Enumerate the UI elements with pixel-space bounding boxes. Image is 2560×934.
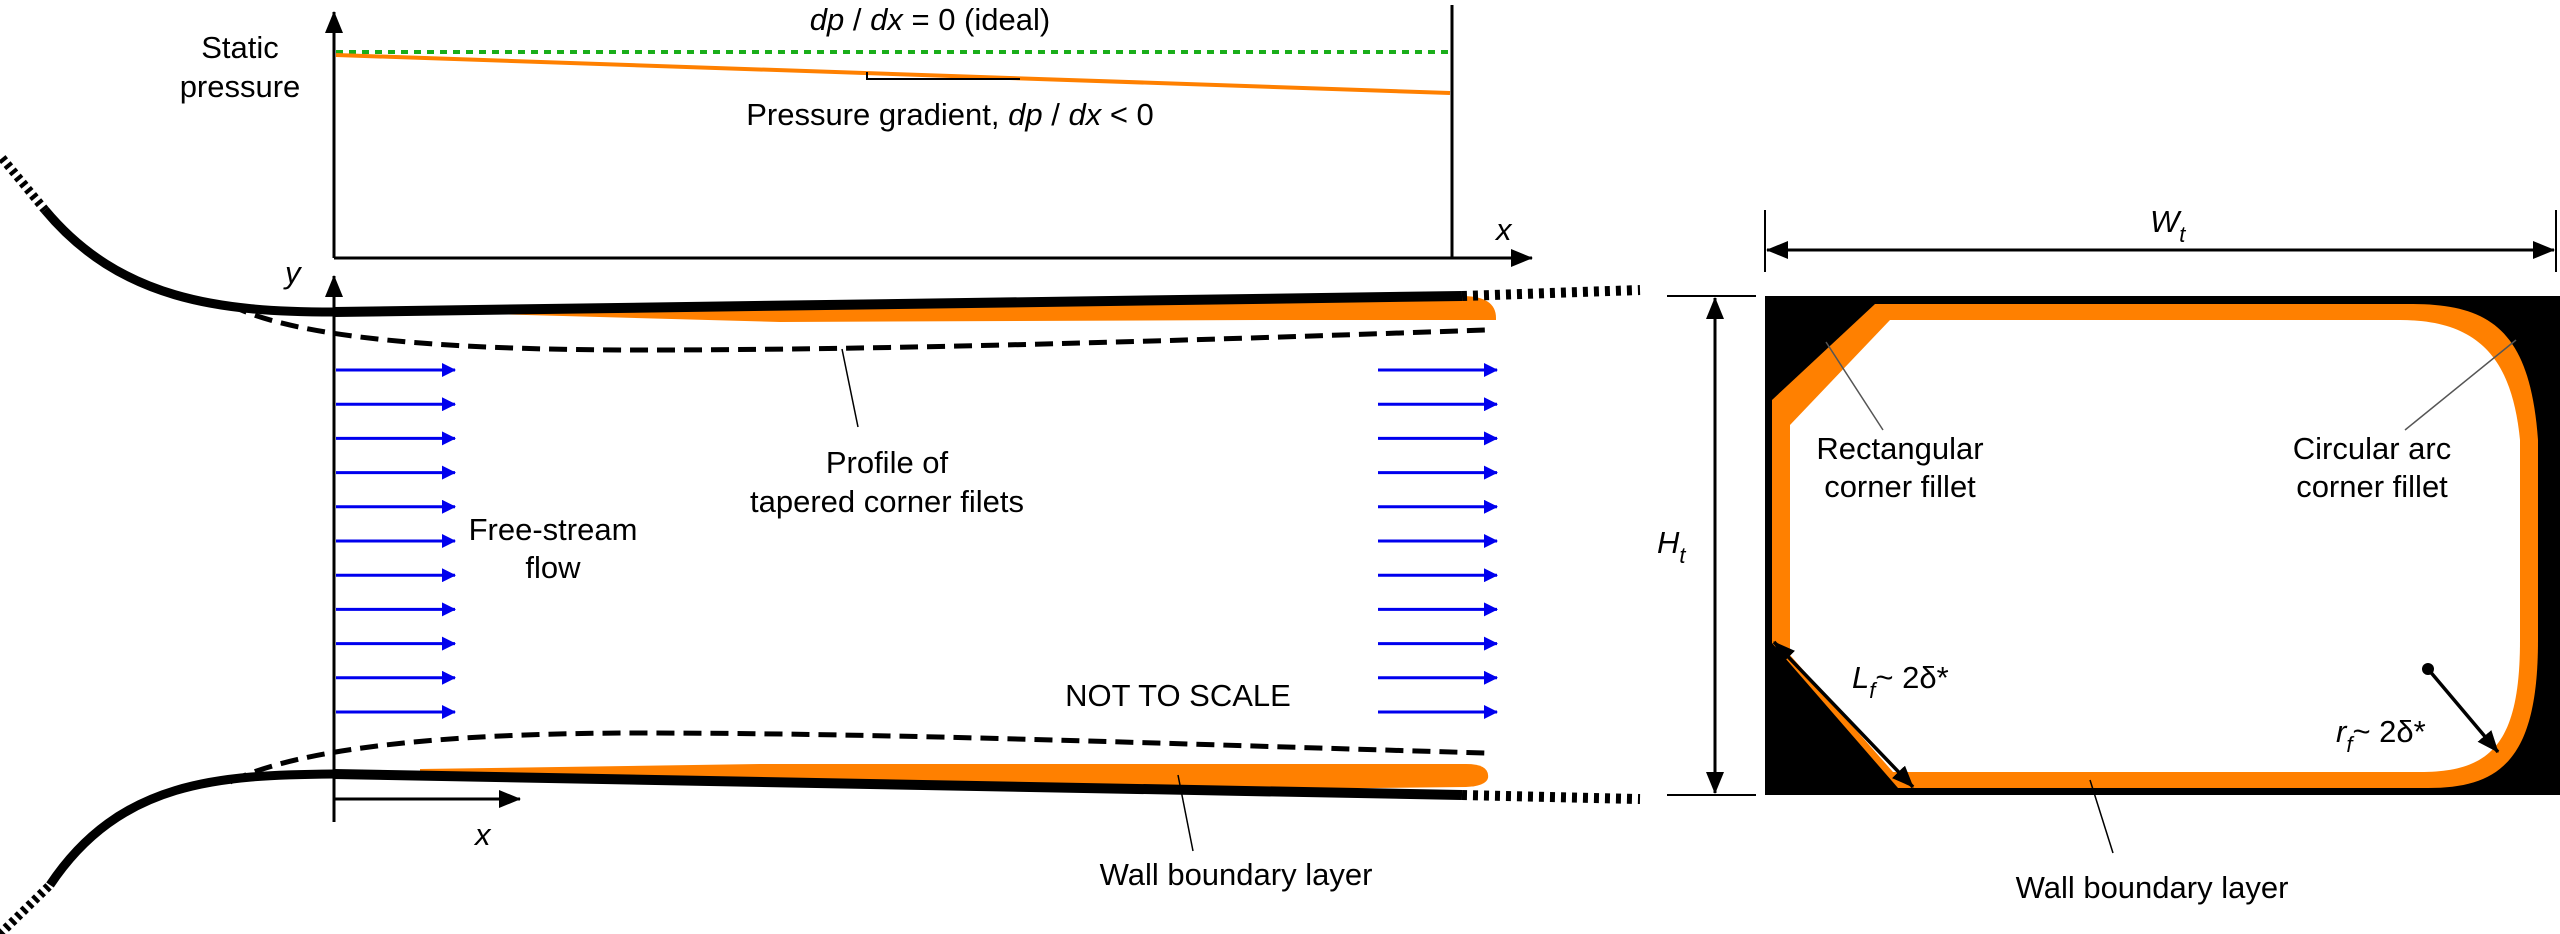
- duct-side-view: y x Free-stream flow Profile of tapered …: [0, 155, 1641, 934]
- lower-inlet-curve: [46, 769, 335, 888]
- lower-boundary-layer: [420, 764, 1489, 789]
- fillet-profile-leader: [841, 348, 859, 428]
- ideal-pressure-label: dp / dx = 0 (ideal): [810, 2, 1050, 37]
- rf-label: rf~ 2δ*: [2336, 714, 2426, 757]
- pressure-gradient-label: Pressure gradient, dp / dx < 0: [746, 97, 1154, 132]
- cross-section-core-flow: [1790, 320, 2520, 772]
- pressure-gradient-line: [335, 53, 1451, 95]
- lower-inlet-dotted: [0, 881, 54, 934]
- outlet-flow-arrows: [1378, 363, 1498, 719]
- lf-label: Lf~ 2δ*: [1852, 660, 1949, 703]
- not-to-scale-label: NOT TO SCALE: [1065, 678, 1291, 713]
- fillet-profile-label: Profile of: [826, 445, 949, 480]
- upper-inlet-curve: [41, 207, 335, 317]
- fillet-profile-label-2: tapered corner filets: [750, 484, 1024, 519]
- rf-dimension-arrow: [2426, 667, 2500, 754]
- lower-fillet-profile: [228, 730, 1487, 785]
- rect-fillet-leader: [1825, 341, 1884, 431]
- lower-wall-dotted-extension: [1461, 790, 1641, 804]
- upper-inlet-dotted: [0, 155, 49, 213]
- y-axis-label: Static: [201, 30, 279, 65]
- cs-wall-bl-leader: [2089, 779, 2114, 854]
- duct-cross-section: Wt Ht Rectangular corner fillet Circular…: [1657, 204, 2560, 905]
- pressure-x-axis-label: x: [1494, 212, 1513, 247]
- side-y-axis-label: y: [283, 255, 303, 290]
- lower-wall: [333, 769, 1463, 800]
- rect-fillet-label-2: corner fillet: [1824, 469, 1976, 504]
- arc-fillet-label: Circular arc: [2293, 431, 2451, 466]
- free-stream-label-2: flow: [525, 550, 581, 585]
- wall-bl-label: Wall boundary layer: [1100, 857, 1373, 892]
- width-label: Wt: [2150, 204, 2186, 247]
- rect-fillet-label: Rectangular: [1816, 431, 1983, 466]
- upper-wall: [333, 291, 1463, 317]
- height-label: Ht: [1657, 525, 1686, 568]
- arc-fillet-leader: [2404, 339, 2517, 431]
- arc-fillet-label-2: corner fillet: [2296, 469, 2448, 504]
- wall-bl-leader: [1177, 774, 1194, 852]
- pressure-plot: Static pressure x dp / dx = 0 (ideal) Pr…: [180, 2, 1533, 267]
- upper-wall-dotted-extension: [1461, 285, 1641, 301]
- y-axis-label-2: pressure: [180, 69, 301, 104]
- side-x-axis-label: x: [473, 817, 492, 852]
- lf-dimension-arrow: [1772, 640, 1915, 789]
- cs-wall-bl-label: Wall boundary layer: [2016, 870, 2289, 905]
- slope-indicator: [866, 72, 1020, 80]
- inlet-flow-arrows: [336, 363, 456, 719]
- free-stream-label: Free-stream: [469, 512, 638, 547]
